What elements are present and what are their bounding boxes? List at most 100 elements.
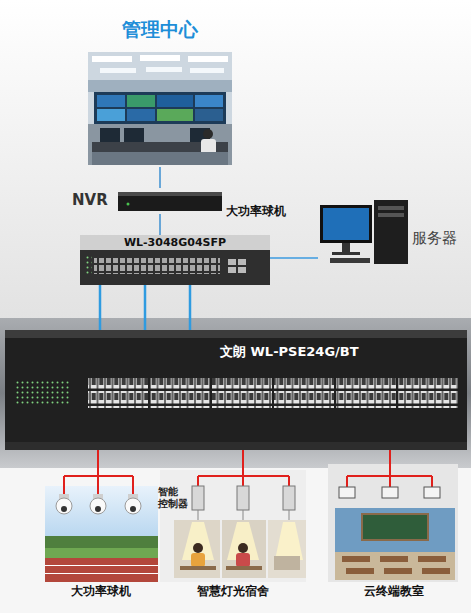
- terminal: [382, 487, 398, 498]
- controller: [283, 486, 295, 510]
- network-link: [159, 214, 161, 235]
- core-switch: WL-3048G04SFP: [80, 235, 270, 285]
- screen: [195, 109, 223, 121]
- controller: [192, 486, 204, 510]
- led-panel: [84, 255, 92, 275]
- network-link: [99, 285, 102, 330]
- photo-bg: [88, 52, 232, 165]
- bed: [274, 556, 300, 570]
- nvr-top: [118, 192, 222, 196]
- camera-lens: [130, 506, 136, 512]
- classroom-wall: [335, 508, 455, 580]
- poe-drop: [197, 476, 199, 486]
- person-head: [238, 543, 248, 553]
- port-block: [88, 378, 148, 408]
- person-head: [193, 543, 203, 553]
- camera-lens: [61, 506, 67, 512]
- desk: [180, 566, 216, 570]
- nvr: NVR: [72, 188, 224, 214]
- operator-head: [203, 129, 213, 139]
- desk: [422, 568, 450, 574]
- node-text: 服务器: [412, 229, 460, 247]
- classroom-bg: [328, 464, 458, 582]
- switch-band: [0, 318, 471, 468]
- port-block: [398, 378, 458, 408]
- network-link: [242, 450, 244, 470]
- nvr-body: [118, 192, 222, 211]
- device-label: 大功率球机: [226, 203, 286, 220]
- keyboard: [330, 258, 370, 263]
- dome-camera: [125, 498, 141, 514]
- lamp-wire: [289, 510, 290, 520]
- sfp-slot: [238, 259, 246, 265]
- screen: [127, 109, 155, 121]
- desk: [384, 568, 412, 574]
- drive-bay: [378, 213, 404, 217]
- sfp-slot: [228, 259, 236, 265]
- port-block: [150, 378, 210, 408]
- node-text: 智慧灯光宿舍: [158, 584, 308, 598]
- sfp-slot: [238, 267, 246, 273]
- floor-front: [92, 152, 228, 165]
- ceiling-light: [92, 56, 132, 62]
- blackboard: [362, 514, 428, 540]
- room: [268, 520, 306, 578]
- lamp-wire: [243, 510, 244, 520]
- node-text: NVR: [72, 191, 116, 209]
- floor: [88, 124, 232, 165]
- server-computer: [320, 200, 408, 264]
- poe-drop: [97, 470, 99, 494]
- ceiling-light: [188, 56, 228, 62]
- network-link: [270, 257, 318, 259]
- sky: [45, 486, 158, 582]
- monitor-base: [332, 252, 360, 255]
- poe-drop: [346, 476, 348, 487]
- camera-area: 大功率球机: [40, 470, 162, 602]
- room: [222, 520, 266, 578]
- screen: [127, 95, 155, 107]
- monitor-stand: [342, 243, 350, 253]
- poe-body: [5, 330, 467, 450]
- server: 服务器: [318, 193, 460, 268]
- desk: [346, 568, 374, 574]
- classroom-area: 云终端教室: [328, 470, 460, 602]
- node-text: 云终端教室: [328, 584, 460, 598]
- node-text: 文朗 WL-PSE24G/BT: [220, 344, 420, 360]
- room: [174, 520, 220, 578]
- switch-top: [80, 235, 270, 250]
- camera-scene: [45, 470, 158, 582]
- core-switch: [80, 235, 270, 285]
- screen: [157, 109, 193, 121]
- poe-drop: [63, 476, 65, 494]
- tower: [374, 200, 408, 264]
- ceiling-light: [140, 55, 180, 61]
- controller: [237, 486, 249, 510]
- monitor: [124, 128, 144, 142]
- screen: [157, 95, 193, 107]
- light-cone: [275, 522, 303, 560]
- field: [45, 548, 158, 558]
- lane-line: [45, 565, 158, 566]
- screen: [97, 95, 125, 107]
- poe-drop: [431, 476, 433, 487]
- poe-drop: [242, 470, 244, 486]
- control-room-photo: [88, 52, 232, 165]
- screen: [97, 109, 125, 121]
- dome-camera: [56, 498, 72, 514]
- top-panel: [0, 0, 471, 322]
- ceiling-light: [146, 67, 182, 72]
- video-wall: [94, 92, 226, 124]
- led-panel: [15, 380, 70, 405]
- network-link: [144, 285, 147, 330]
- network-link: [189, 285, 192, 330]
- poe-bottom: [5, 442, 467, 450]
- poe-switch: 文朗 WL-PSE24G/BT: [5, 330, 467, 450]
- person-body: [236, 553, 250, 567]
- dome-camera: [90, 498, 106, 514]
- nvr-device: [118, 192, 222, 211]
- dorm-area: 智能 控制器智慧灯光宿舍: [158, 470, 308, 602]
- poe-drop: [389, 470, 391, 487]
- sfp-slot: [228, 267, 236, 273]
- network-link: [97, 450, 99, 470]
